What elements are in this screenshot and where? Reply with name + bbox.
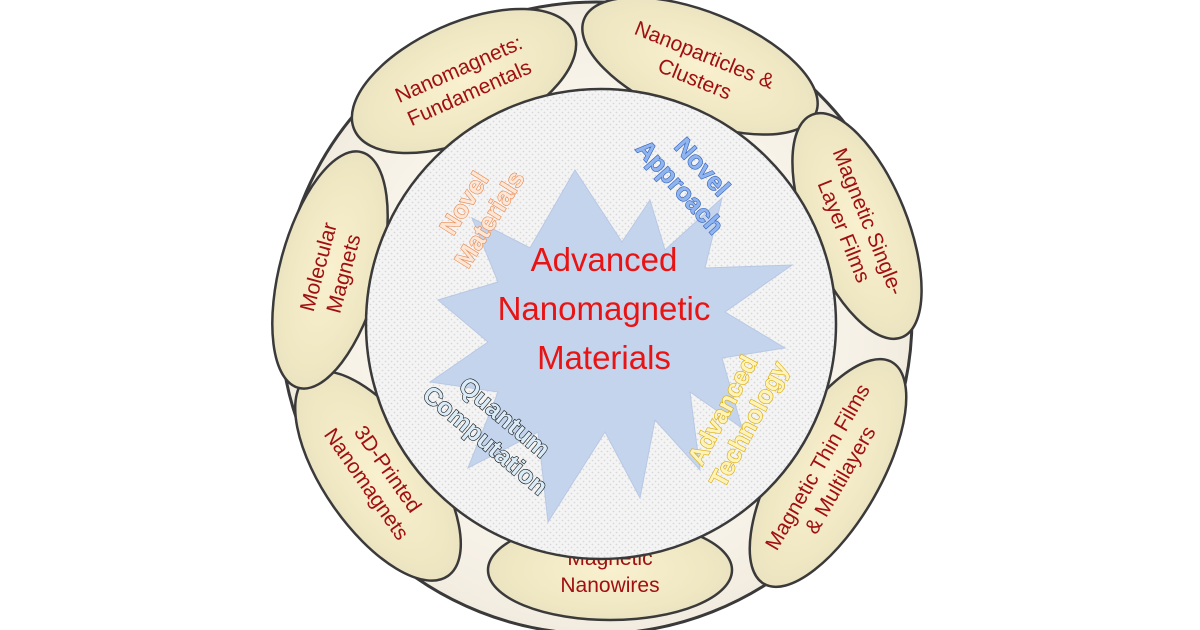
oval-magnetic-single-layer-films: Magnetic Single- Layer Films [791,111,923,341]
center-title-line: Advanced [531,241,678,278]
topic-label: Nanowires [560,574,659,597]
oval-molecular-magnets: Molecular Magnets [271,150,389,390]
center-star [428,169,794,524]
center-title-line: Materials [537,339,671,376]
center-title-line: Nanomagnetic [498,290,711,327]
oval-nanomagnets-fundamentals: Nanomagnets: Fundamentals [350,7,578,155]
